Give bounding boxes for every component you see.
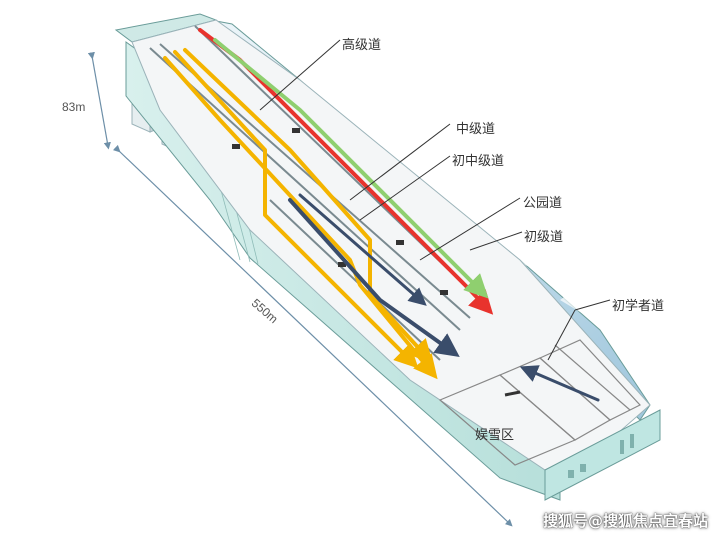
watermark: 搜狐号@搜狐焦点宜春站 (542, 512, 708, 530)
trail-label-low-intermediate: 初中级道 (452, 154, 505, 169)
route-park (288, 198, 460, 357)
trail-label-novice: 初学者道 (612, 299, 665, 314)
leader-lines (259, 39, 611, 361)
lift-stations (232, 128, 448, 295)
length-dimension-arrow (112, 144, 513, 527)
trail-label-advanced: 高级道 (342, 38, 382, 53)
route-novice (519, 365, 600, 402)
trail-label-beginner: 初级道 (524, 230, 564, 245)
height-label: 83m (62, 100, 86, 114)
snow-play-area-label: 娱雪区 (475, 428, 515, 443)
route-park-2 (298, 193, 427, 306)
trail-routes (163, 28, 600, 402)
route-intermediate-2 (163, 56, 438, 380)
height-dimension-arrow (87, 51, 111, 150)
route-beginner (213, 38, 489, 299)
trail-label-park: 公园道 (523, 196, 563, 211)
trail-label-intermediate: 中级道 (456, 122, 496, 137)
snow-play-lanes (438, 339, 641, 466)
route-low-intermediate (183, 48, 434, 364)
route-intermediate-1 (173, 50, 419, 369)
base-building-windows (568, 434, 634, 478)
snow-play-slide (504, 390, 521, 397)
